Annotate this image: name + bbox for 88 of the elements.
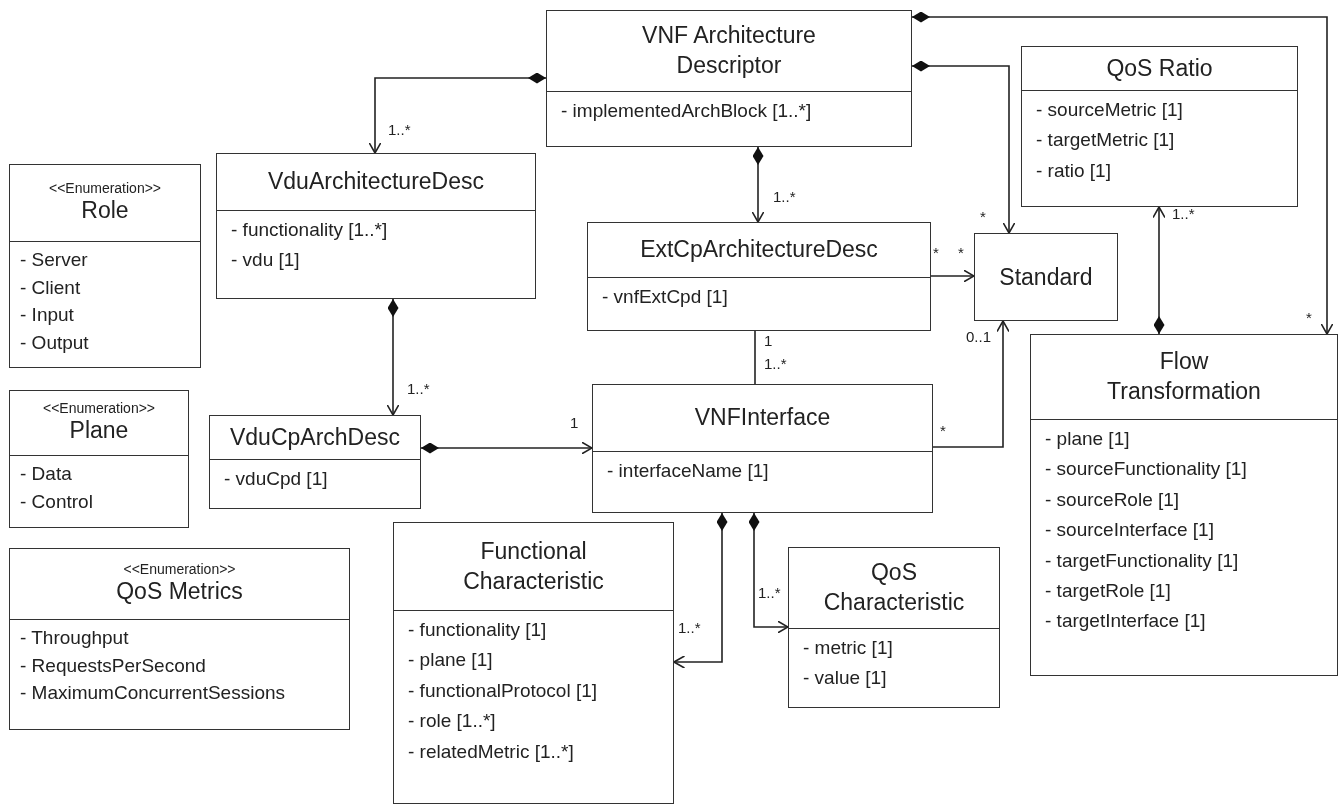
attribute-text: - sourceMetric [1] [1036, 98, 1184, 122]
class-box [209, 415, 421, 509]
multiplicity-label: 1..* [773, 188, 796, 205]
multiplicity-label: 1 [764, 332, 773, 349]
enum-value: - Server [20, 248, 89, 272]
enumeration-box [9, 164, 201, 368]
attribute-text: - sourceFunctionality [1] [1045, 457, 1248, 482]
enumeration-box [9, 390, 189, 528]
class-box [1030, 334, 1338, 676]
enum-value: - MaximumConcurrentSessions [20, 681, 287, 706]
class-name: Plane [69, 416, 129, 446]
attribute-text: - targetInterface [1] [1045, 609, 1207, 634]
composition-arrow [368, 72, 547, 154]
class-box [788, 547, 1000, 708]
multiplicity-label: * [1306, 309, 1312, 326]
enumeration-box [9, 548, 350, 730]
attribute-text: - implementedArchBlock [1..*] [561, 99, 813, 123]
enum-value: - Output [20, 330, 90, 355]
composition-arrow [911, 11, 1334, 335]
attribute-text: - functionality [1] [408, 618, 548, 642]
attribute-text: - plane [1] [408, 648, 494, 673]
multiplicity-label: 1..* [678, 619, 701, 636]
attribute-text: - plane [1] [1045, 427, 1131, 451]
class-name: VduArchitectureDesc [267, 167, 484, 197]
attribute-text: - functionalProtocol [1] [408, 678, 599, 703]
attribute-text: - value [1] [803, 666, 888, 691]
enum-value: - Client [20, 275, 82, 300]
composition-arrow [420, 441, 593, 455]
multiplicity-label: * [933, 244, 939, 261]
class-name: QoS Metrics [116, 577, 243, 607]
class-name: QoS Characteristic [822, 558, 966, 617]
class-box [587, 222, 931, 331]
attribute-text: - role [1..*] [408, 709, 497, 734]
composition-arrow [1152, 206, 1166, 335]
stereotype-label: <<Enumeration>> [123, 561, 236, 578]
attribute-text: - functionality [1..*] [231, 218, 389, 242]
multiplicity-label: 1..* [758, 584, 781, 601]
class-name: ExtCpArchitectureDesc [640, 235, 878, 265]
multiplicity-label: 1..* [1172, 205, 1195, 222]
attribute-text: - targetFunctionality [1] [1045, 548, 1240, 573]
association-line [754, 330, 756, 385]
class-box [546, 10, 912, 147]
multiplicity-label: * [980, 208, 986, 225]
composition-arrow [911, 60, 1016, 234]
composition-arrow [673, 512, 728, 669]
multiplicity-label: 1..* [407, 380, 430, 397]
attribute-text: - targetMetric [1] [1036, 128, 1176, 153]
composition-arrow [386, 298, 400, 416]
enum-value: - Control [20, 489, 94, 514]
attribute-text: - relatedMetric [1..*] [408, 739, 575, 764]
composition-arrow [751, 146, 765, 223]
class-box [216, 153, 536, 299]
class-box [592, 384, 933, 513]
attribute-text: - sourceRole [1] [1045, 487, 1181, 512]
multiplicity-label: * [940, 422, 946, 439]
attribute-text: - ratio [1] [1036, 158, 1112, 183]
composition-arrow [748, 512, 789, 634]
multiplicity-label: 0..1 [966, 328, 992, 345]
multiplicity-label: * [958, 244, 964, 261]
class-name: VduCpArchDesc [230, 422, 400, 452]
class-name: VNFInterface [694, 403, 831, 433]
attribute-text: - vnfExtCpd [1] [602, 285, 729, 309]
attribute-text: - interfaceName [1] [607, 459, 770, 483]
enum-value: - RequestsPerSecond [20, 653, 207, 678]
attribute-text: - targetRole [1] [1045, 578, 1172, 603]
class-name: Standard [999, 263, 1093, 293]
class-box [974, 233, 1118, 321]
enum-value: - Data [20, 462, 73, 486]
class-name: Functional Characteristic [462, 536, 605, 596]
class-name: Flow Transformation [1106, 347, 1262, 406]
class-name: Role [81, 196, 129, 226]
attribute-text: - vdu [1] [231, 248, 301, 273]
multiplicity-label: 1 [570, 414, 579, 431]
stereotype-label: <<Enumeration>> [42, 400, 156, 417]
class-box [1021, 46, 1298, 207]
enum-value: - Throughput [20, 626, 130, 650]
stereotype-label: <<Enumeration>> [48, 180, 162, 197]
class-box [393, 522, 674, 804]
multiplicity-label: 1..* [764, 355, 787, 372]
attribute-text: - sourceInterface [1] [1045, 518, 1215, 543]
enum-value: - Input [20, 303, 75, 328]
class-name: QoS Ratio [1106, 53, 1213, 83]
class-name: VNF Architecture Descriptor [641, 21, 817, 80]
multiplicity-label: 1..* [388, 121, 411, 138]
association-arrow [930, 269, 975, 283]
attribute-text: - vduCpd [1] [224, 467, 329, 491]
association-arrow [932, 320, 1010, 448]
attribute-text: - metric [1] [803, 636, 894, 660]
